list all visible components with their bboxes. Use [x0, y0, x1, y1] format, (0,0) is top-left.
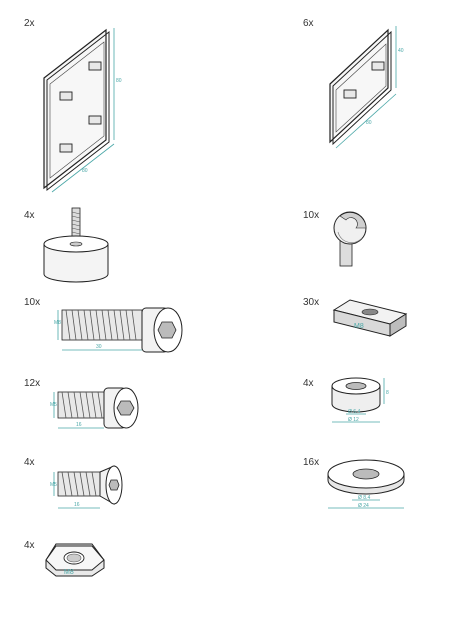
bolt-m8x30-drawing: M8 30 — [54, 307, 183, 353]
qty-hex-nut: 4x — [24, 540, 35, 551]
dim-end-cap-small-b: 80 — [366, 120, 372, 126]
qty-bolt-m8x30: 10x — [24, 297, 41, 308]
bolt-m5x16-drawing: M5 16 — [50, 387, 139, 429]
dim-washer-large-outer: Ø 24 — [358, 503, 369, 509]
dim-spacer-ring-h: 8 — [386, 390, 389, 396]
dim-end-cap-small-a: 40 — [398, 48, 404, 54]
dim-countersunk-bolt-l: 16 — [74, 502, 80, 508]
end-cap-large-drawing: 80 80 — [43, 28, 122, 193]
qty-end-cap-small: 6x — [303, 18, 314, 29]
dim-end-cap-large-b: 80 — [82, 168, 88, 174]
leveling-foot-drawing — [43, 207, 109, 283]
spacer-ring-drawing: 8 Ø 6.4 Ø 12 — [331, 377, 389, 423]
hex-nut-label: M8 — [64, 569, 74, 576]
dim-spacer-ring-inner: Ø 6.4 — [348, 409, 360, 415]
dim-washer-large-inner: Ø 8.4 — [358, 495, 370, 501]
qty-countersunk-bolt: 4x — [24, 457, 35, 468]
qty-leveling-foot: 4x — [24, 210, 35, 221]
dim-bolt-m8x30-l: 30 — [96, 344, 102, 350]
slot-nut-drawing: M8 — [332, 299, 408, 337]
slot-nut-label: M8 — [354, 323, 364, 330]
qty-washer-large: 16x — [303, 457, 320, 468]
dim-countersunk-bolt-d: M5 — [50, 482, 57, 488]
washer-large-drawing: Ø 8.4 Ø 24 — [327, 459, 405, 509]
qty-t-bolt: 10x — [303, 210, 320, 221]
qty-bolt-m5x16: 12x — [24, 378, 41, 389]
dim-bolt-m5x16-d: M5 — [50, 402, 57, 408]
countersunk-bolt-drawing: M5 16 — [50, 465, 123, 509]
end-cap-small-drawing: 40 80 — [329, 26, 404, 149]
dim-end-cap-large-a: 80 — [116, 78, 122, 84]
dim-spacer-ring-outer: Ø 12 — [348, 417, 359, 423]
qty-end-cap-large: 2x — [24, 18, 35, 29]
hex-nut-drawing: M8 — [45, 543, 105, 577]
t-bolt-drawing — [333, 211, 367, 267]
dim-bolt-m8x30-d: M8 — [54, 320, 61, 326]
qty-spacer-ring: 4x — [303, 378, 314, 389]
qty-slot-nut: 30x — [303, 297, 320, 308]
dim-bolt-m5x16-l: 16 — [76, 422, 82, 428]
